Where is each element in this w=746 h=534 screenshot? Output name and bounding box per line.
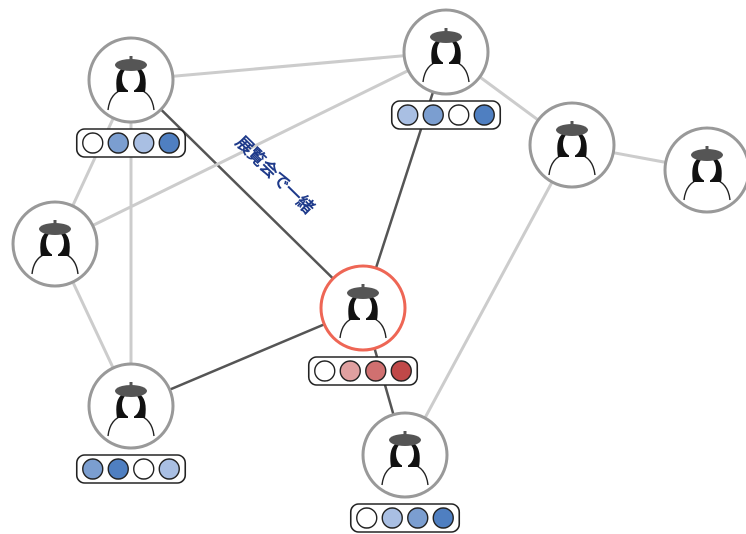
- rating-dot: [133, 132, 155, 154]
- rating-dot: [407, 507, 429, 529]
- avatar-icon: [107, 382, 155, 437]
- person-node-n5[interactable]: [11, 200, 99, 288]
- person-node-n6[interactable]: [307, 264, 419, 386]
- rating-dot: [365, 360, 387, 382]
- person-node-n3[interactable]: [528, 101, 616, 189]
- rating-dot: [422, 104, 444, 126]
- person-node-n8[interactable]: [349, 411, 461, 533]
- avatar-icon: [548, 121, 596, 176]
- nodes-layer: [11, 8, 746, 533]
- person-node-n1[interactable]: [75, 36, 187, 158]
- rating-pill: [390, 100, 502, 130]
- edge-label: 展覧会で一緒: [231, 132, 318, 218]
- edge-n2-n6: [361, 51, 448, 309]
- rating-pill: [75, 128, 187, 158]
- avatar-icon: [31, 220, 79, 275]
- person-node-n4[interactable]: [663, 126, 746, 214]
- rating-dot: [381, 507, 403, 529]
- edge-n1-n2: [130, 50, 447, 82]
- rating-dot: [432, 507, 454, 529]
- edge-labels-layer: 展覧会で一緒: [231, 132, 318, 218]
- edge-n1-n6: [130, 79, 364, 309]
- rating-dot: [448, 104, 470, 126]
- edge-n3-n8: [403, 144, 574, 456]
- rating-dot: [390, 360, 412, 382]
- rating-dot: [339, 360, 361, 382]
- avatar-icon: [339, 284, 387, 339]
- rating-dot: [314, 360, 336, 382]
- rating-dot: [158, 458, 180, 480]
- rating-dot: [158, 132, 180, 154]
- avatar-icon: [683, 146, 731, 201]
- edge-n2-n5: [54, 50, 447, 246]
- avatar-icon: [422, 28, 470, 83]
- rating-pill: [75, 454, 187, 484]
- avatar-icon: [107, 56, 155, 111]
- rating-dot: [82, 132, 104, 154]
- avatar-icon: [381, 431, 429, 486]
- rating-dot: [473, 104, 495, 126]
- rating-dot: [107, 458, 129, 480]
- rating-dot: [82, 458, 104, 480]
- rating-dot: [356, 507, 378, 529]
- rating-dot: [133, 458, 155, 480]
- rating-pill: [307, 356, 419, 386]
- person-node-n7[interactable]: [75, 362, 187, 484]
- rating-dot: [397, 104, 419, 126]
- rating-dot: [107, 132, 129, 154]
- rating-pill: [349, 503, 461, 533]
- person-node-n2[interactable]: [390, 8, 502, 130]
